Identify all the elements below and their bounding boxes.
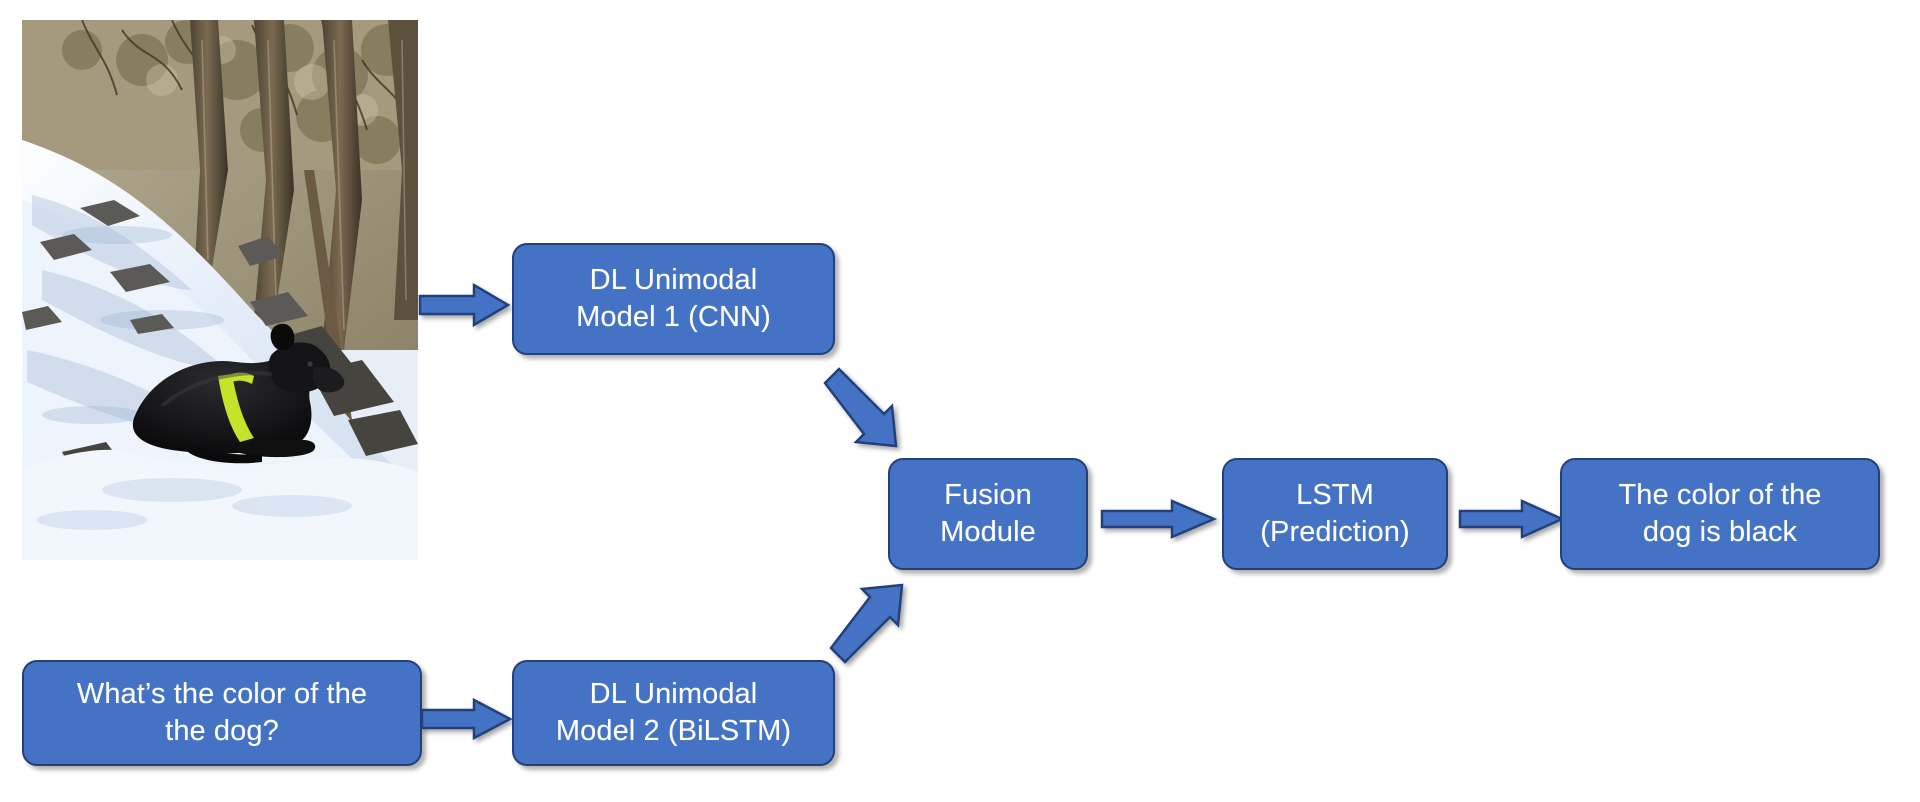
node-dl-unimodal-model-1-cnn[interactable]: DL Unimodal Model 1 (CNN) [512,243,835,355]
node-question-line1: What’s the color of the [76,677,368,710]
node-bilstm-line2: Model 2 (BiLSTM) [555,715,792,747]
node-lstm-line1: LSTM [1296,478,1374,511]
node-question-line2: the dog? [165,715,279,747]
node-fusion-line1: Fusion [944,478,1032,511]
arrow-question-to-bilstm-icon [420,697,513,741]
arrow-cnn-to-fusion-icon [822,366,908,454]
node-output-answer[interactable]: The color of the dog is black [1560,458,1880,570]
node-fusion-module[interactable]: Fusion Module [888,458,1088,570]
node-bilstm-line1: DL Unimodal [589,677,758,710]
node-lstm-prediction[interactable]: LSTM (Prediction) [1222,458,1448,570]
node-dl-unimodal-model-2-bilstm[interactable]: DL Unimodal Model 2 (BiLSTM) [512,660,835,766]
arrow-fusion-to-lstm-icon [1100,499,1218,539]
arrow-lstm-to-output-icon [1458,499,1566,539]
node-output-line1: The color of the [1618,478,1822,511]
dog-in-snow-photo [22,20,418,560]
node-cnn-line1: DL Unimodal [589,263,758,296]
arrow-image-to-cnn-icon [418,282,511,328]
node-fusion-line2: Module [940,516,1036,548]
node-output-line2: dog is black [1642,516,1798,548]
node-cnn-line2: Model 1 (CNN) [576,301,771,333]
node-lstm-line2: (Prediction) [1260,516,1410,548]
arrow-bilstm-to-fusion-icon [828,578,916,666]
node-question-text[interactable]: What’s the color of the the dog? [22,660,422,766]
